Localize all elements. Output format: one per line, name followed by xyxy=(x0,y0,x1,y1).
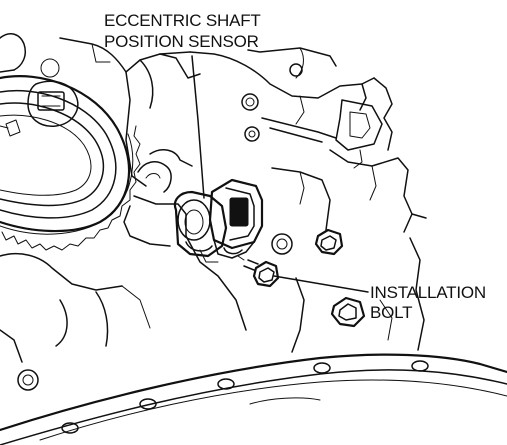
cover-bolt-top xyxy=(289,63,303,77)
block-bolt-right-upper xyxy=(314,228,344,256)
eccentric-shaft-position-sensor xyxy=(173,178,264,263)
sensor-leader-line xyxy=(191,55,205,199)
installation-bolt xyxy=(237,255,280,288)
lower-block xyxy=(0,235,425,391)
block-bolt-mid xyxy=(271,233,293,255)
pan-bolt-2 xyxy=(139,398,157,410)
cover-bolt-upper-left xyxy=(241,93,259,111)
sensor-mount-casting xyxy=(123,148,331,247)
lower-bolt-left xyxy=(17,369,39,391)
cover-bolt-upper-right xyxy=(244,126,260,142)
pan-bolt-1 xyxy=(61,422,79,434)
block-bolt-right-lower xyxy=(330,296,366,328)
oil-pan xyxy=(0,353,507,445)
bolt-label-line1: INSTALLATION xyxy=(370,283,486,302)
engine-block xyxy=(0,33,427,233)
pan-bolt-5 xyxy=(411,360,429,372)
pan-bolt-4 xyxy=(313,362,331,374)
sensor-label-line2: POSITION SENSOR xyxy=(104,32,259,51)
bolt-leader-line xyxy=(273,275,369,293)
crankshaft-pulley xyxy=(0,58,141,251)
pan-bolt-3 xyxy=(217,378,235,390)
bolt-label-line2: BOLT xyxy=(370,303,412,322)
sensor-label-line1: ECCENTRIC SHAFT xyxy=(104,11,261,30)
